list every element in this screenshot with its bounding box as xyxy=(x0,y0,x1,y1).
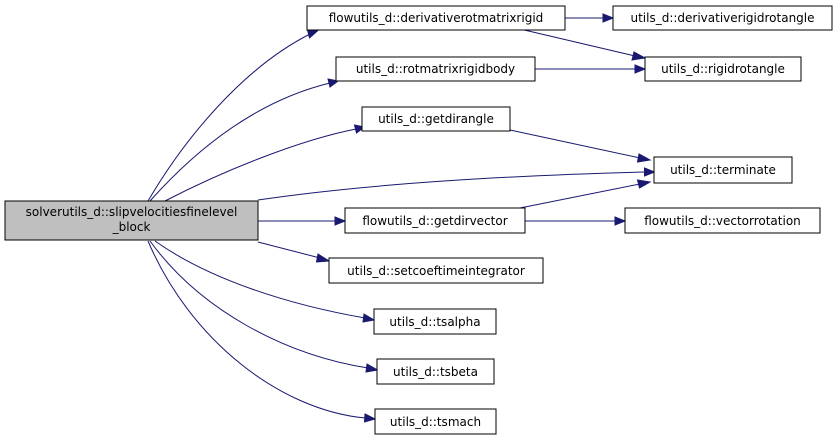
node-label: utils_d::rigidrotangle xyxy=(661,62,785,76)
node-setcoeftimeintegrator[interactable]: utils_d::setcoeftimeintegrator xyxy=(328,257,544,284)
node-label: flowutils_d::derivativerotmatrixrigid xyxy=(329,11,544,25)
node-label: utils_d::tsmach xyxy=(390,415,481,429)
node-terminate[interactable]: utils_d::terminate xyxy=(653,156,793,184)
node-rigidrotangle[interactable]: utils_d::rigidrotangle xyxy=(644,56,802,82)
node-label: utils_d::getdirangle xyxy=(378,112,494,126)
node-slipvelocitiesfinelevel-block[interactable]: solverutils_d::slipvelocitiesfinelevel _… xyxy=(4,200,259,241)
node-derivativerigidrotangle[interactable]: utils_d::derivativerigidrotangle xyxy=(612,5,833,31)
edge-rotmatrixrigidbody-to-rigidrotangle xyxy=(535,64,647,74)
edge-root-to-terminate xyxy=(257,167,656,201)
node-label: utils_d::terminate xyxy=(670,163,776,177)
node-label: utils_d::derivativerigidrotangle xyxy=(630,11,814,25)
node-tsmach[interactable]: utils_d::tsmach xyxy=(374,408,497,435)
node-label: flowutils_d::vectorrotation xyxy=(644,214,801,228)
node-label: utils_d::rotmatrixrigidbody xyxy=(356,62,515,76)
edge-root-to-tsalpha xyxy=(154,240,376,323)
edge-getdirangle-to-terminate xyxy=(509,129,652,163)
node-vectorrotation[interactable]: flowutils_d::vectorrotation xyxy=(624,207,821,234)
node-label-line2: _block xyxy=(112,220,151,234)
edge-getdirvector-to-terminate xyxy=(509,179,652,211)
node-getdirangle[interactable]: utils_d::getdirangle xyxy=(361,106,511,132)
edge-getdirvector-to-vectorrotation xyxy=(525,216,627,226)
edge-root-to-setcoeftimeintegrator xyxy=(257,241,331,263)
edge-root-to-tsmach xyxy=(147,240,377,423)
edge-root-to-getdirvector xyxy=(258,216,347,226)
node-tsbeta[interactable]: utils_d::tsbeta xyxy=(376,358,495,385)
edge-root-to-rotmatrixrigidbody xyxy=(149,78,340,202)
edge-root-to-tsbeta xyxy=(149,240,379,373)
edge-root-to-getdirangle xyxy=(164,124,366,202)
node-tsalpha[interactable]: utils_d::tsalpha xyxy=(373,308,497,335)
node-derivativerotmatrixrigid[interactable]: flowutils_d::derivativerotmatrixrigid xyxy=(306,5,566,31)
node-label: utils_d::tsbeta xyxy=(393,365,478,379)
edge-derivativerotmatrixrigid-to-rigidrotangle xyxy=(519,28,647,61)
node-label: utils_d::tsalpha xyxy=(389,315,480,329)
node-label: flowutils_d::getdirvector xyxy=(362,214,507,228)
node-label-line1: solverutils_d::slipvelocitiesfinelevel xyxy=(26,205,238,219)
node-label: utils_d::setcoeftimeintegrator xyxy=(347,264,525,278)
edge-root-to-derivativerotmatrixrigid xyxy=(147,29,320,202)
edge-derivativerotmatrixrigid-to-derivativerigidrotangle xyxy=(565,13,615,23)
node-getdirvector[interactable]: flowutils_d::getdirvector xyxy=(344,207,526,234)
node-rotmatrixrigidbody[interactable]: utils_d::rotmatrixrigidbody xyxy=(335,56,536,82)
